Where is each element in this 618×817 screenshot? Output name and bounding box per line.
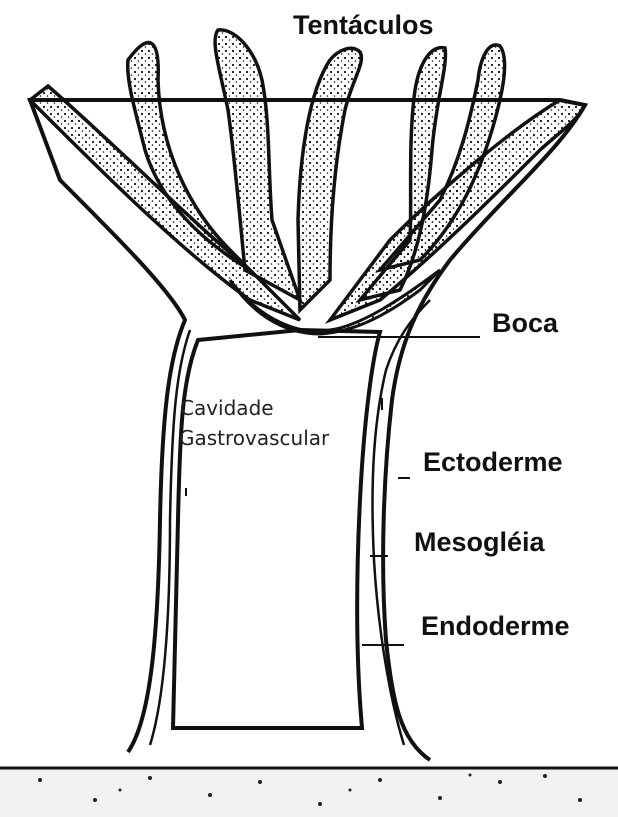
tentacles xyxy=(30,30,585,320)
label-mesoglea: Mesogléia xyxy=(414,527,545,558)
label-cavity-line2: Gastrovascular xyxy=(179,424,329,452)
substrate-speckles xyxy=(38,774,582,807)
label-ectoderm: Ectoderme xyxy=(423,447,563,478)
label-endoderm: Endoderme xyxy=(421,611,570,642)
label-mouth: Boca xyxy=(492,308,558,339)
body-inner-wall xyxy=(173,330,380,728)
tentacle-4 xyxy=(298,48,361,310)
label-cavity-line1: Cavidade xyxy=(180,394,274,422)
label-tentacles: Tentáculos xyxy=(293,10,434,41)
tentacle-7 xyxy=(330,100,585,320)
